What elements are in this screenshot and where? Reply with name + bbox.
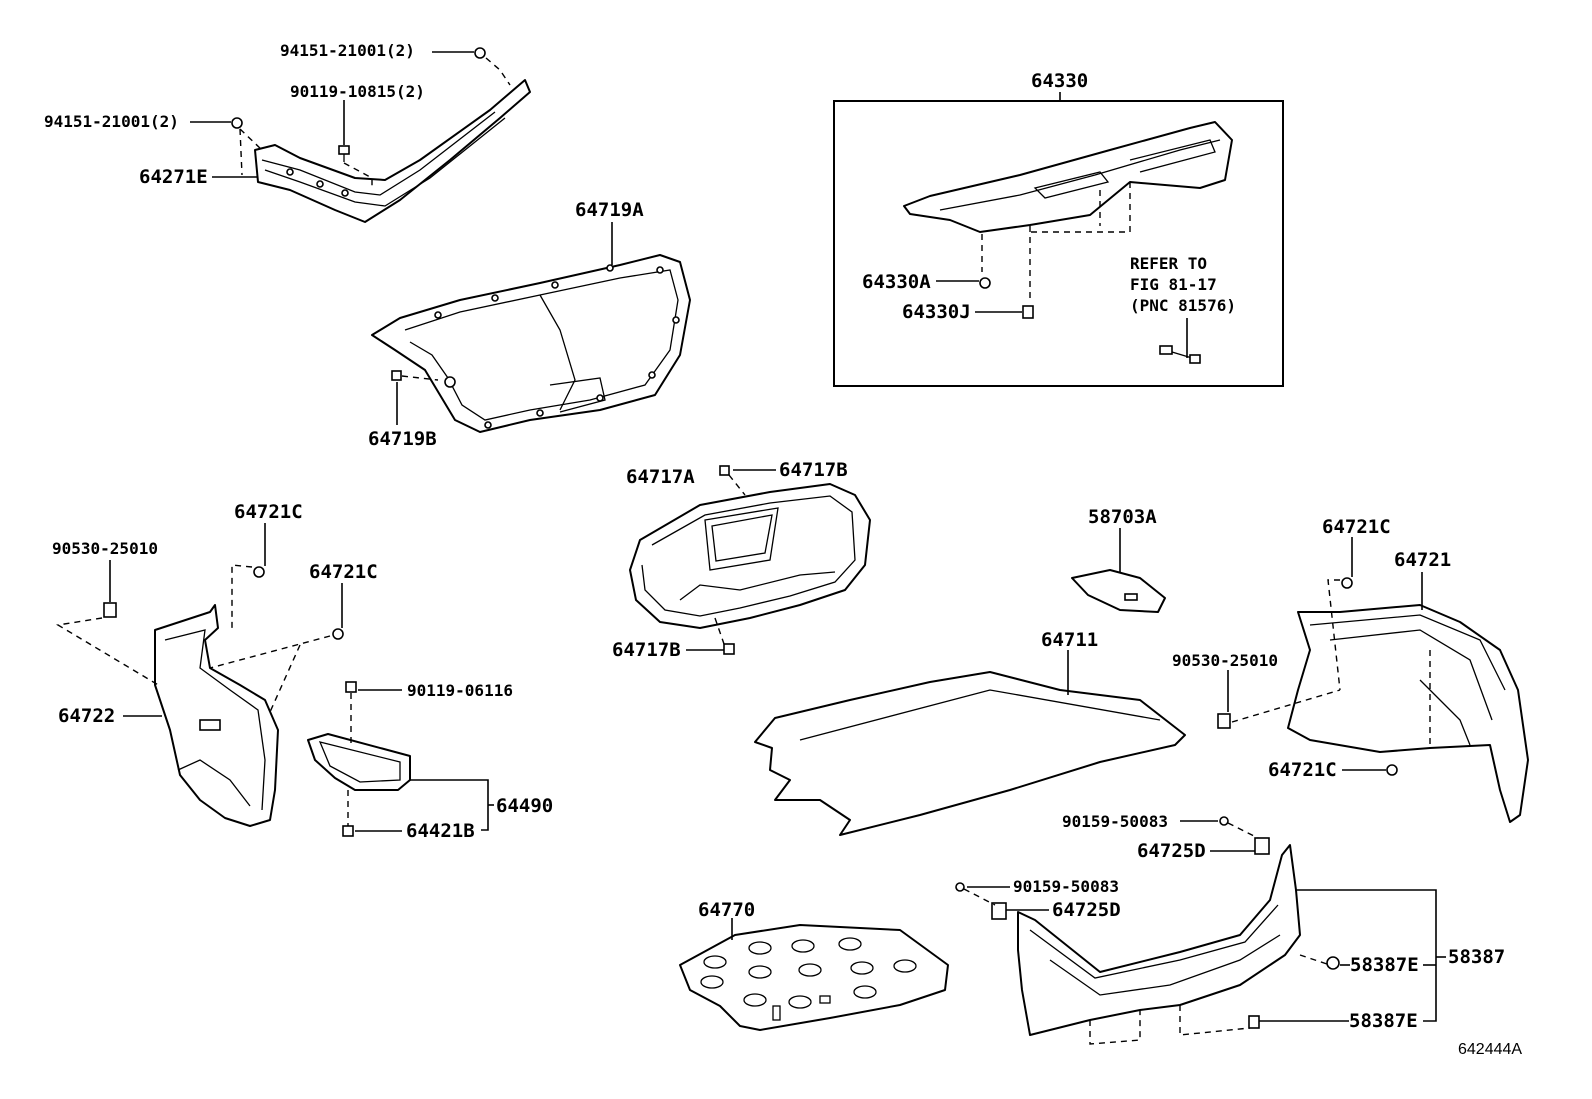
clip-icon [723, 643, 735, 655]
label-lid-clip: 64719B [368, 428, 437, 450]
weatherstrip-hole [316, 180, 324, 188]
tonneau-group: 64330 64330A 64330J REFER TO FIG 81-17 (… [833, 70, 1284, 387]
label-screw-b2: 90159-50083 [1013, 877, 1119, 896]
clip-icon [342, 825, 354, 837]
label-box-screw: 90119-06116 [407, 681, 513, 700]
label-sill-plate: 58387 [1448, 946, 1505, 968]
hook-icon [1254, 837, 1270, 855]
clip-icon [979, 277, 991, 289]
screw-icon [338, 145, 350, 155]
clip-icon [719, 465, 730, 476]
label-tonneau-clip-j: 64330J [902, 301, 971, 323]
label-right-clip-top: 64721C [1322, 516, 1391, 538]
weatherstrip-group: 94151-21001(2) 90119-10815(2) 94151-2100… [44, 41, 531, 223]
label-box-assy: 64490 [496, 795, 553, 817]
cover-pad-part [1071, 569, 1166, 613]
sill-plate-part [1017, 844, 1301, 1036]
screw-icon [955, 882, 965, 892]
tonneau-box [833, 100, 1284, 387]
left-trim-part [154, 604, 279, 827]
screw-icon [345, 681, 357, 693]
clip-icon [474, 47, 486, 59]
weatherstrip-hole [286, 168, 294, 176]
label-right-clip-bot: 64721C [1268, 759, 1337, 781]
clip-hole [444, 376, 456, 388]
mat-part [754, 671, 1186, 836]
label-sill-clip-1: 58387E [1350, 954, 1419, 976]
label-refer-2: FIG 81-17 [1130, 275, 1217, 294]
label-panel-trim: 64717A [626, 466, 695, 488]
lid-trim-group: 64719A 64719B [368, 199, 691, 450]
label-panel-clip-bot: 64717B [612, 639, 681, 661]
label-left-nut: 90530-25010 [52, 539, 158, 558]
clip-icon [1022, 305, 1034, 319]
left-trim-group: 90530-25010 64721C 64721C 64722 [52, 501, 378, 827]
panel-trim-group: 64717A 64717B 64717B [612, 459, 871, 661]
lid-trim-part [371, 254, 691, 433]
label-left-clip-mid: 64721C [309, 561, 378, 583]
sill-plate-group: 90159-50083 64725D 90159-50083 64725D 58… [955, 812, 1505, 1045]
label-right-trim: 64721 [1394, 549, 1451, 571]
nut-icon [103, 602, 117, 618]
connector-icon [1189, 354, 1201, 364]
label-screw-b1: 90159-50083 [1062, 812, 1168, 831]
label-cover-pad: 58703A [1088, 506, 1157, 528]
figure-id: 642444A [1458, 1041, 1522, 1058]
clip-icon [1341, 577, 1353, 589]
connector-icon [1159, 345, 1173, 355]
label-panel-clip-top: 64717B [779, 459, 848, 481]
label-box-clip: 64421B [406, 820, 475, 842]
box-part [307, 733, 411, 791]
clip-icon [231, 117, 243, 129]
spare-cover-group: 64770 [679, 899, 949, 1031]
weatherstrip-hole [341, 189, 349, 197]
label-weatherstrip: 64271E [139, 166, 208, 188]
clip-icon [1326, 956, 1340, 970]
label-refer-3: (PNC 81576) [1130, 296, 1236, 315]
label-refer-1: REFER TO [1130, 254, 1207, 273]
screw-icon [1219, 816, 1229, 826]
clip-icon [1386, 764, 1398, 776]
clip-icon [391, 370, 402, 381]
label-mat: 64711 [1041, 629, 1098, 651]
right-trim-group: 64721C 64721 90530-25010 64721C [1172, 516, 1529, 823]
mat-group: 64711 [754, 629, 1186, 836]
label-sill-clip-2: 58387E [1349, 1010, 1418, 1032]
label-left-clip-top: 64721C [234, 501, 303, 523]
label-left-trim: 64722 [58, 705, 115, 727]
tonneau-part [903, 121, 1233, 233]
cover-pad-group: 58703A [1071, 506, 1166, 613]
weatherstrip-part [254, 79, 531, 223]
label-lid-trim: 64719A [575, 199, 644, 221]
label-right-nut: 90530-25010 [1172, 651, 1278, 670]
right-trim-part [1287, 604, 1529, 823]
label-clip-a2: 94151-21001(2) [44, 112, 179, 131]
label-spare-cover: 64770 [698, 899, 755, 921]
label-clip-a1: 94151-21001(2) [280, 41, 415, 60]
label-tonneau-assy: 64330 [1031, 70, 1088, 92]
label-tonneau-clip-a: 64330A [862, 271, 931, 293]
hook-icon [991, 902, 1007, 920]
box-group: 90119-06116 64490 64421B [307, 681, 553, 842]
label-screw-a: 90119-10815(2) [290, 82, 425, 101]
clip-icon [1248, 1015, 1260, 1029]
label-hook-1: 64725D [1137, 840, 1206, 862]
nut-icon [1217, 713, 1231, 729]
clip-icon [253, 566, 265, 578]
label-hook-2: 64725D [1052, 899, 1121, 921]
clip-icon [332, 628, 344, 640]
